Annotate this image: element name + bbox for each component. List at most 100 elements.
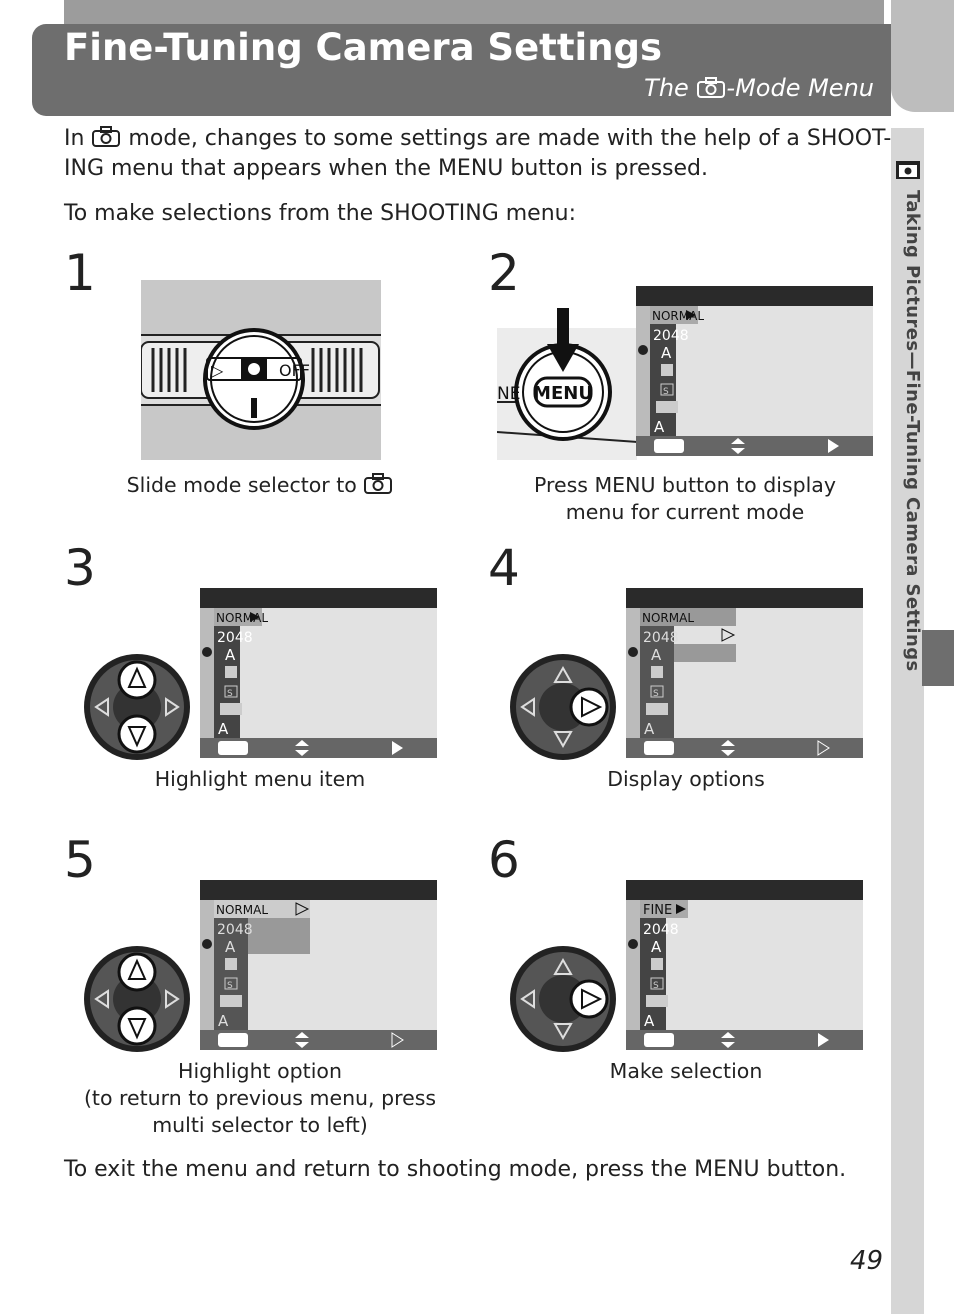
subtitle-suffix: -Mode Menu (726, 74, 874, 102)
step-caption: Highlight option (to return to previous … (70, 1058, 450, 1139)
menu-item-wb: A (225, 646, 236, 664)
right-arrow-icon (392, 741, 403, 755)
caption-line: Highlight option (178, 1059, 342, 1083)
up-arrow-icon (127, 666, 147, 688)
menu-button-illustration: MENU NE (497, 308, 637, 460)
menu-item-quality: NORMAL (652, 309, 704, 323)
down-arrow-icon (547, 344, 579, 372)
right-arrow-icon (295, 902, 310, 916)
down-arrow-icon (731, 448, 745, 454)
menu-screen: NORMAL 2048 A S A (636, 286, 873, 456)
intro-text: ING menu that appears when the (64, 156, 438, 181)
camera-icon (896, 161, 920, 179)
menu-item-s: S (227, 689, 233, 699)
up-arrow-icon (295, 740, 309, 746)
step-number: 2 (488, 244, 520, 302)
menu-item-s: S (653, 689, 659, 699)
outro-text: button. (759, 1157, 847, 1182)
multi-selector (510, 654, 616, 760)
caption-line: multi selector to left) (152, 1113, 368, 1137)
right-arrow-icon (818, 1033, 829, 1047)
caption-line: Press MENU button to display (534, 473, 836, 497)
menu-item-a: A (644, 1012, 655, 1030)
multi-selector (84, 946, 190, 1052)
intro-text: In (64, 126, 92, 151)
header-strip (64, 0, 884, 26)
intro-text: mode, changes to some settings are made … (121, 126, 892, 151)
sidebar-tab (891, 128, 924, 1314)
down-arrow-icon (721, 750, 735, 756)
step-number: 5 (64, 831, 96, 889)
menu-item-wb: A (225, 938, 236, 956)
multi-selector (84, 654, 190, 760)
right-arrow-icon (581, 696, 603, 718)
menu-item-a: A (218, 1012, 229, 1030)
step-caption: Press MENU button to display menu for cu… (505, 472, 865, 526)
header-banner (32, 24, 891, 116)
menu-screen: NORMAL 2048 A S A (200, 588, 437, 758)
page-title: Fine-Tuning Camera Settings (64, 26, 663, 69)
up-arrow-icon (295, 1032, 309, 1038)
menu-item-size: 2048 (217, 922, 253, 938)
sidebar-section-title: Taking Pictures—Fine-Tuning Camera Setti… (902, 190, 923, 672)
camera-icon (92, 126, 121, 147)
step-number: 6 (488, 831, 520, 889)
header-corner-tab (891, 0, 954, 112)
right-arrow-icon (686, 310, 696, 320)
mode-label: NE (497, 384, 520, 404)
down-arrow-icon (295, 1042, 309, 1048)
up-arrow-icon (721, 740, 735, 746)
menu-item-quality: NORMAL (642, 611, 694, 625)
step-caption: Highlight menu item (154, 767, 366, 791)
down-arrow-icon (295, 750, 309, 756)
multi-selector (510, 946, 616, 1052)
menu-item-s: S (227, 981, 233, 991)
sidebar-section-marker (922, 630, 954, 686)
page-subtitle: The -Mode Menu (644, 74, 874, 102)
up-arrow-icon (731, 438, 745, 444)
intro-paragraph: In mode, changes to some settings are ma… (64, 124, 891, 184)
menu-screen: NORMAL 2048 A S A (200, 880, 437, 1050)
menu-item-quality: NORMAL (216, 903, 268, 917)
menu-screen: FINE 2048 A S A (626, 880, 863, 1050)
step-caption: Make selection (609, 1059, 763, 1083)
step-caption: Display options (607, 767, 765, 791)
down-arrow-icon (127, 1018, 147, 1040)
caption-line: menu for current mode (565, 500, 805, 524)
up-arrow-icon (127, 958, 147, 980)
menu-keyword: MENU (437, 156, 504, 181)
right-arrow-icon (721, 628, 736, 642)
off-label: OFF (279, 361, 310, 380)
intro-text: button is pressed. (503, 156, 708, 181)
instruction-lead: To make selections from the SHOOTING men… (64, 201, 577, 226)
menu-item-a: A (654, 418, 665, 436)
menu-item-size: 2048 (643, 922, 679, 938)
step-number: 4 (488, 539, 520, 597)
outro-text: To exit the menu and return to shooting … (64, 1157, 695, 1182)
menu-item-wb: A (651, 646, 662, 664)
camera-icon (364, 473, 393, 494)
right-arrow-icon (581, 988, 603, 1010)
closing-paragraph: To exit the menu and return to shooting … (64, 1155, 846, 1185)
menu-item-s: S (663, 387, 669, 397)
caption-text: Slide mode selector to (126, 473, 364, 497)
camera-icon (697, 77, 726, 98)
right-arrow-icon (676, 904, 686, 914)
menu-item-size: 2048 (653, 328, 689, 344)
menu-button-label: MENU (533, 383, 593, 404)
menu-item-wb: A (651, 938, 662, 956)
subtitle-prefix: The (644, 74, 697, 102)
svg-text:▷: ▷ (211, 361, 224, 380)
step-caption: Slide mode selector to (100, 472, 420, 499)
menu-screen: NORMAL 2048 A S A (626, 588, 863, 758)
up-arrow-icon (721, 1032, 735, 1038)
menu-item-a: A (218, 720, 229, 738)
menu-item-size: 2048 (217, 630, 253, 646)
page-number: 49 (850, 1246, 884, 1276)
menu-item-size: 2048 (643, 630, 679, 646)
menu-item-s: S (653, 981, 659, 991)
mode-selector-illustration: ▷ OFF (141, 280, 381, 460)
step-number: 1 (64, 244, 96, 302)
right-arrow-icon (391, 1032, 404, 1048)
menu-keyword: MENU (694, 1157, 760, 1182)
